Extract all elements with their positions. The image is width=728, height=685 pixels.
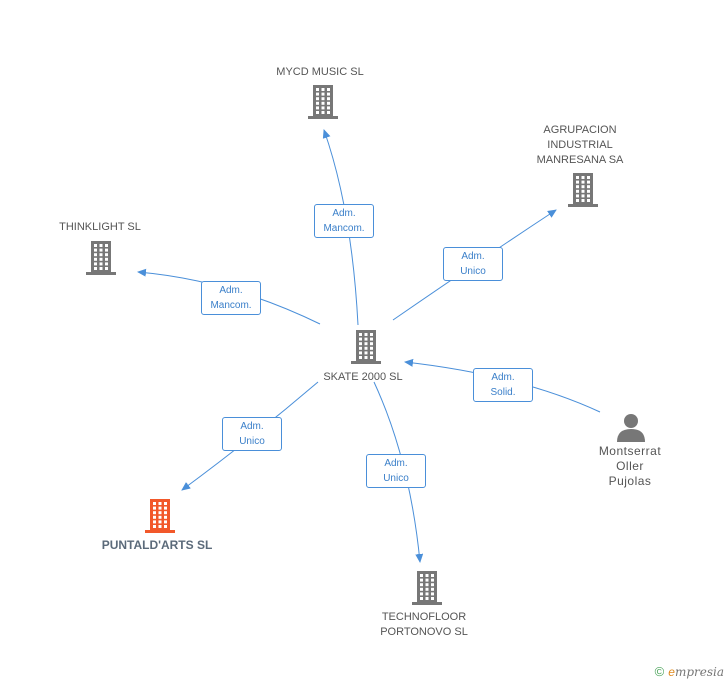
building-icon-technofloor[interactable] bbox=[412, 571, 442, 605]
edge-label-skate-agrupacion[interactable]: Adm. Unico bbox=[443, 247, 503, 281]
edge-label-skate-thinklight[interactable]: Adm. Mancom. bbox=[201, 281, 261, 315]
edge-label-skate-puntald[interactable]: Adm. Unico bbox=[222, 417, 282, 451]
node-label-technofloor[interactable]: TECHNOFLOOR PORTONOVO SL bbox=[380, 611, 468, 638]
node-label-agrupacion[interactable]: AGRUPACION INDUSTRIAL MANRESANA SA bbox=[536, 124, 624, 166]
node-label-puntald[interactable]: PUNTALD'ARTS SL bbox=[101, 538, 213, 552]
footer-brand: ©empresia bbox=[655, 664, 724, 679]
node-label-skate[interactable]: SKATE 2000 SL bbox=[323, 371, 403, 383]
node-label-mycd[interactable]: MYCD MUSIC SL bbox=[276, 66, 364, 78]
brand-name: mpresia bbox=[674, 665, 724, 679]
edge-label-skate-mycd[interactable]: Adm. Mancom. bbox=[314, 204, 374, 238]
edge-label-skate-technofloor[interactable]: Adm. Unico bbox=[366, 454, 426, 488]
person-icon-montserrat[interactable] bbox=[617, 414, 645, 442]
building-icon-thinklight[interactable] bbox=[86, 241, 116, 275]
brand-initial: e bbox=[668, 665, 675, 679]
edge-label-montserrat-skate[interactable]: Adm. Solid. bbox=[473, 368, 533, 402]
building-icon-puntald[interactable] bbox=[145, 499, 175, 533]
copyright-icon: © bbox=[654, 664, 665, 679]
node-label-montserrat[interactable]: Montserrat Oller Pujolas bbox=[598, 444, 662, 488]
building-icon-mycd[interactable] bbox=[308, 85, 338, 119]
building-icon-skate[interactable] bbox=[351, 330, 381, 364]
building-icon-agrupacion[interactable] bbox=[568, 173, 598, 207]
node-label-thinklight[interactable]: THINKLIGHT SL bbox=[59, 221, 141, 233]
